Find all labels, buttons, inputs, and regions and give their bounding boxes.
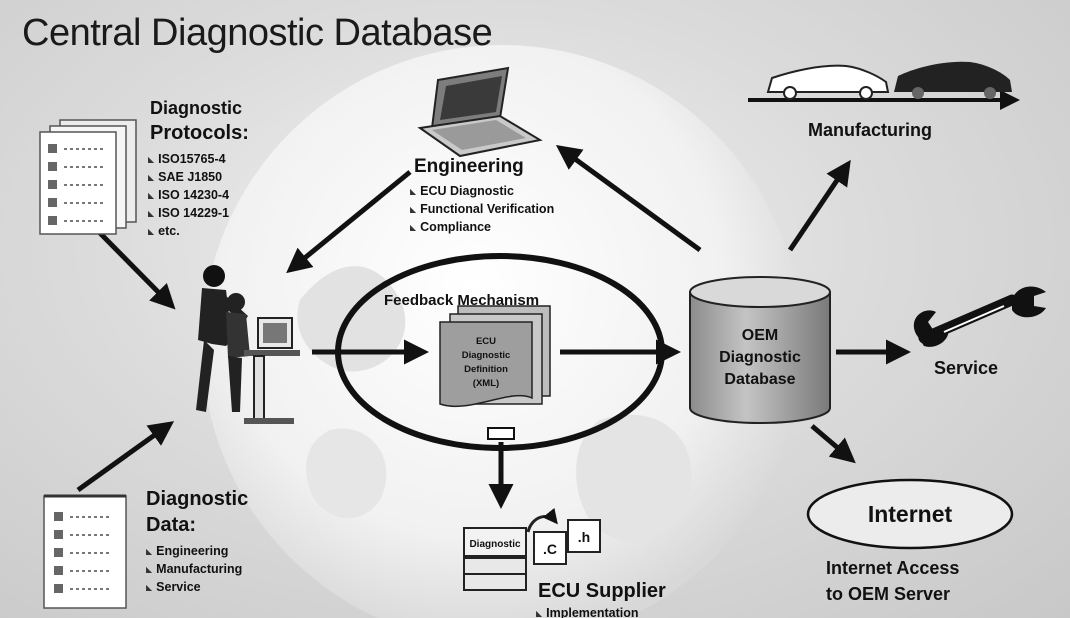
manufacturing-line: [748, 61, 1020, 110]
protocols-list-item: etc.: [148, 222, 229, 240]
diag-data-list-item: Engineering: [146, 542, 242, 560]
protocols-list-item: ISO 14230-4: [148, 186, 229, 204]
car-outline-icon: [766, 64, 890, 100]
protocols-heading-line-1: Diagnostic: [150, 98, 243, 118]
database-line-2: Diagnostic: [719, 349, 801, 366]
diag-data-list-item: Service: [146, 578, 242, 596]
diag-data-heading-line-2: Data:: [146, 514, 197, 536]
worker-icon: [196, 265, 300, 424]
database-line-3: Database: [724, 371, 795, 388]
diag-data-list-item: Manufacturing: [146, 560, 242, 578]
document-icon: [39, 119, 137, 235]
engineering-list-item: Compliance: [410, 218, 554, 236]
internet-label: Internet: [868, 501, 953, 527]
feedback-loop-connector: [487, 427, 515, 440]
manufacturing-label: Manufacturing: [808, 120, 932, 140]
file-label-diagnostic: Diagnostic: [469, 539, 521, 550]
wrench-icon: [913, 286, 1046, 347]
ecu-definition-line-1: ECU: [476, 336, 496, 347]
diag-data-heading-line-1: Diagnostic: [146, 488, 249, 510]
protocols-list: ISO15765-4 SAE J1850 ISO 14230-4 ISO 142…: [148, 150, 229, 240]
document-icon: [43, 494, 127, 609]
file-label-c: .C: [543, 541, 557, 557]
internet-ellipse: [806, 478, 1014, 550]
code-file-icon: [463, 507, 601, 591]
protocols-heading-line-2: Protocols:: [150, 122, 249, 144]
feedback-label: Feedback Mechanism: [384, 292, 540, 309]
service-label: Service: [934, 358, 999, 378]
engineering-list-item: ECU Diagnostic: [410, 182, 554, 200]
protocols-list-item: ISO15765-4: [148, 150, 229, 168]
ecu-supplier-list-item: Implementation: [536, 604, 638, 618]
engineering-list-item: Functional Verification: [410, 200, 554, 218]
arrow-data-to-workstation: [76, 421, 175, 493]
ecu-supplier-heading: ECU Supplier: [538, 580, 666, 602]
arrow-protocols-to-workstation: [93, 226, 176, 310]
engineering-list: ECU Diagnostic Functional Verification C…: [410, 182, 554, 236]
internet-access-line-1: Internet Access: [826, 558, 960, 578]
ecu-definition-line-4: (XML): [473, 378, 499, 389]
car-solid-icon: [894, 61, 1012, 99]
page-title: Central Diagnostic Database: [22, 12, 493, 54]
arrow-database-to-manufacturing: [787, 159, 851, 252]
ecu-definition-stack: [439, 305, 551, 408]
database-line-1: OEM: [742, 327, 778, 344]
laptop-icon: [417, 66, 543, 158]
internet-access-line-2: to OEM Server: [826, 584, 951, 604]
ecu-definition-line-3: Definition: [464, 364, 508, 375]
file-label-h: .h: [578, 529, 590, 545]
protocols-list-item: SAE J1850: [148, 168, 229, 186]
arrow-database-to-internet: [810, 424, 856, 464]
engineering-heading: Engineering: [414, 156, 524, 177]
database-cylinder: [689, 276, 831, 424]
arrow-engineering-to-workstation: [286, 170, 412, 274]
arrow-database-to-engineering: [555, 145, 702, 253]
diag-data-list: Engineering Manufacturing Service: [146, 542, 242, 596]
ecu-definition-line-2: Diagnostic: [462, 350, 511, 361]
ecu-supplier-list: Implementation: [536, 604, 638, 618]
protocols-list-item: ISO 14229-1: [148, 204, 229, 222]
